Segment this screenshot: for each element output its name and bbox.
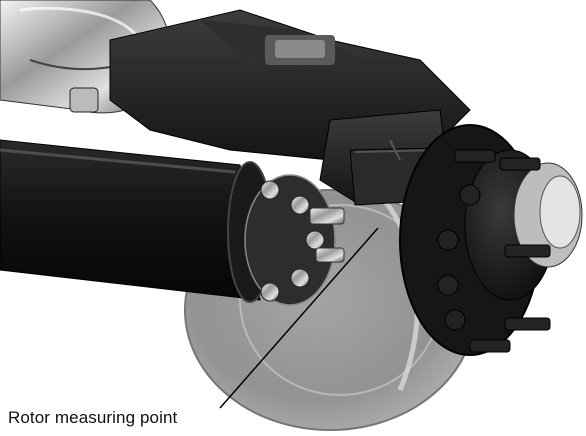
wheel-studs [437,149,551,353]
callout-leader-line [219,227,379,409]
axle-tube [0,139,273,303]
rotor-measuring-point-label: Rotor measuring point [8,408,178,427]
mounting-flange [244,174,345,306]
wheel-hub [399,124,583,356]
